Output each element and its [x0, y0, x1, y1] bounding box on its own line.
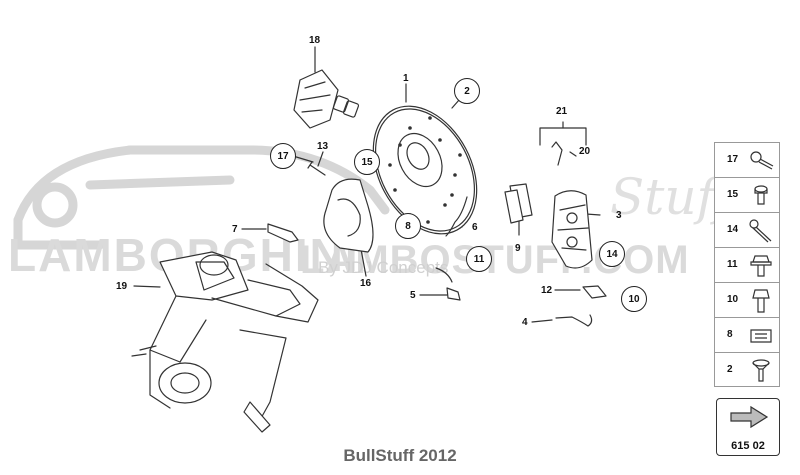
- callout-16: 16: [360, 278, 372, 289]
- bolt-short-icon: [754, 185, 768, 205]
- legend-row[interactable]: 2: [714, 352, 780, 387]
- circled-callout-17: 17: [270, 143, 296, 169]
- callout-18: 18: [309, 35, 321, 46]
- legend-row[interactable]: 17: [714, 142, 780, 177]
- circled-callout-8: 8: [395, 213, 421, 239]
- footer-credit: BullStuff 2012: [343, 446, 457, 465]
- callout-1: 1: [403, 73, 409, 84]
- legend-number: 2: [727, 364, 733, 375]
- brake-caliper: [551, 190, 593, 269]
- next-page-arrow-icon: [730, 405, 769, 429]
- page-reference-number: 615 02: [731, 440, 765, 452]
- hardware-legend: 17 15 14 11 10 8 2: [714, 142, 780, 387]
- watermark-by: By JDJ Concepts: [318, 258, 449, 277]
- callout-6: 6: [472, 222, 478, 233]
- legend-number: 17: [727, 154, 739, 165]
- legend-row[interactable]: 14: [714, 212, 780, 247]
- legend-row[interactable]: 11: [714, 247, 780, 282]
- watermark-site: LAMBOSTUFF.COM: [300, 238, 690, 282]
- legend-number: 8: [727, 329, 733, 340]
- bolt-round-head-icon: [750, 151, 774, 170]
- countersunk-screw-icon: [752, 359, 770, 382]
- bolt-long-icon: [749, 219, 772, 243]
- hex-bolt-flange-icon: [750, 255, 772, 277]
- callout-19: 19: [116, 281, 128, 292]
- circled-callout-11: 11: [466, 246, 492, 272]
- brake-pads: [504, 183, 533, 224]
- callout-3: 3: [616, 210, 622, 221]
- legend-number: 10: [727, 294, 739, 305]
- circled-callout-15: 15: [354, 149, 380, 175]
- page-reference-box[interactable]: 615 02: [716, 398, 780, 456]
- legend-number: 11: [727, 259, 738, 270]
- legend-row[interactable]: 10: [714, 282, 780, 317]
- legend-number: 14: [727, 224, 739, 235]
- watermark-brand: LAMBORGHINI: [8, 229, 360, 281]
- hex-bolt-icon: [752, 289, 770, 313]
- circled-callout-14: 14: [599, 241, 625, 267]
- circled-callout-2: 2: [454, 78, 480, 104]
- suspension-upright: [131, 251, 319, 433]
- dust-shield: [323, 178, 374, 253]
- callout-12: 12: [541, 285, 553, 296]
- callout-9: 9: [515, 243, 521, 254]
- callout-5: 5: [410, 290, 416, 301]
- legend-number: 15: [727, 189, 739, 200]
- callout-20: 20: [579, 146, 591, 157]
- callout-21: 21: [556, 106, 568, 117]
- callout-13: 13: [317, 141, 329, 152]
- circled-callout-10: 10: [621, 286, 647, 312]
- callout-7: 7: [232, 224, 238, 235]
- legend-row[interactable]: 15: [714, 177, 780, 212]
- callout-4: 4: [522, 317, 528, 328]
- clip-nut-icon: [750, 329, 772, 343]
- caliper-top: [293, 69, 360, 129]
- legend-row[interactable]: 8: [714, 317, 780, 352]
